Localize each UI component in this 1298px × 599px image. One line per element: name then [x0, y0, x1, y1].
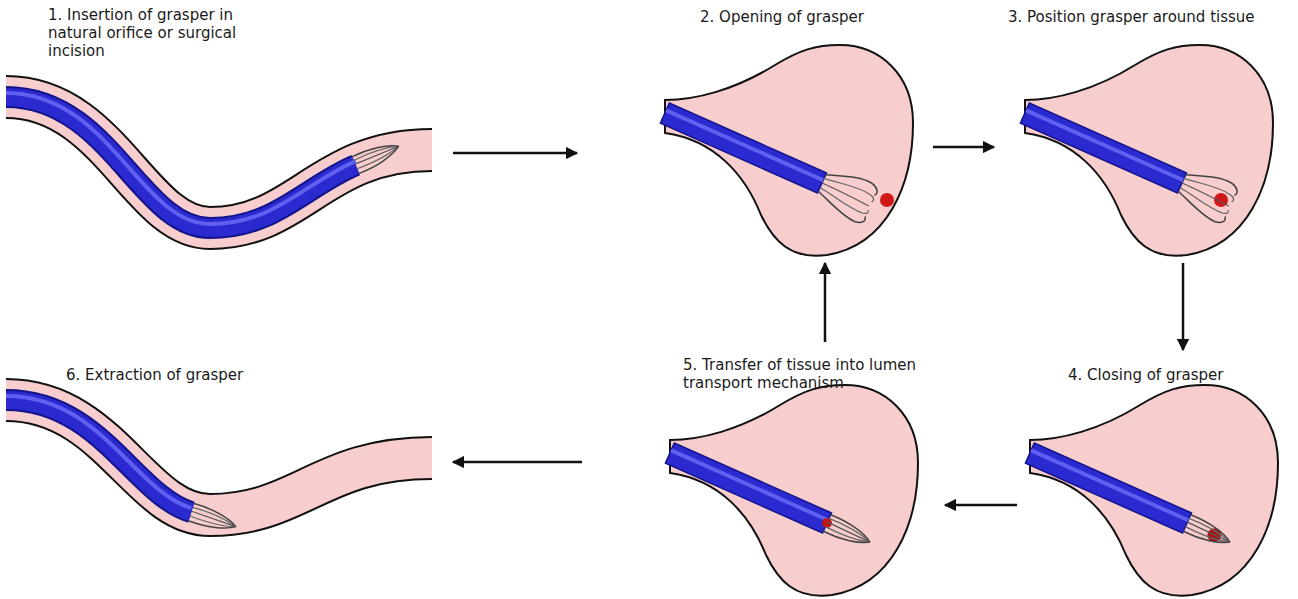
flow-arrow — [824, 263, 827, 342]
step-label: 2. Opening of grasper — [700, 8, 864, 26]
step-label: 1. Insertion of grasper in natural orifi… — [48, 6, 283, 60]
extraction-panel — [6, 396, 432, 535]
opening-step: 2. Opening of grasper — [585, 2, 925, 255]
flow-arrow — [453, 152, 577, 155]
transfer-panel — [665, 385, 918, 596]
positioning-panel — [1016, 45, 1273, 256]
positioning-step: 3. Position grasper around tissue — [1002, 2, 1292, 255]
flow-arrow — [933, 146, 994, 149]
insertion-panel — [6, 93, 432, 228]
flow-arrow — [945, 504, 1017, 507]
transfer-step: 5. Transfer of tissue into lumen transpo… — [590, 350, 937, 596]
closing-step: 4. Closing of grasper — [1025, 358, 1295, 596]
step-label: 4. Closing of grasper — [1068, 366, 1224, 384]
grasper — [188, 503, 238, 535]
step-label: 5. Transfer of tissue into lumen transpo… — [683, 356, 933, 392]
flow-arrow — [453, 461, 582, 464]
step-label: 3. Position grasper around tissue — [1008, 8, 1255, 26]
extraction-step: 6. Extraction of grasper — [5, 360, 445, 560]
closing-panel — [1025, 385, 1278, 596]
insertion-step: 1. Insertion of grasper in natural orifi… — [5, 2, 445, 252]
flow-arrow — [1182, 263, 1185, 350]
step-label: 6. Extraction of grasper — [66, 366, 243, 384]
opening-panel — [656, 45, 913, 256]
grasper — [352, 138, 402, 174]
